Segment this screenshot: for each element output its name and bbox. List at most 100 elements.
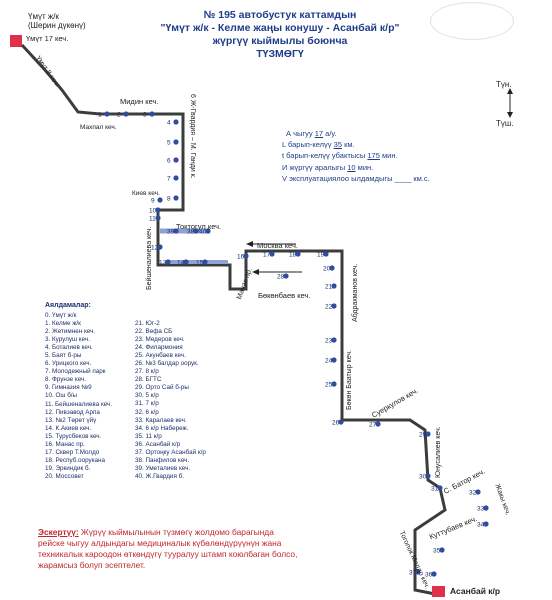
start-terminal-line1: Үмүт ж/к [28,12,59,21]
stop-number: 6 [167,158,171,165]
stop-marker [329,265,335,271]
stop-list-item: 17. Сквер Т.Молдо [45,448,100,456]
info-t-value: 175 [367,151,380,161]
info-a: А чыгуу 17 а/у. [282,128,430,139]
stop-marker [431,571,437,577]
stop-list-item: 13. №2 Төрөт үйү [45,416,97,424]
info-i-unit: мин. [357,162,374,172]
stop-number: 18 [289,252,297,259]
stop-marker [323,251,329,257]
stop-list-item: 29. Орто Сай б-ры [135,384,189,392]
info-v-value: ____ [394,173,412,183]
stop-list-item: 37. Ортоңку Асанбай к/р [135,448,206,456]
stop-number: 28 [277,274,285,281]
compass-arrows [507,88,513,118]
stop-number: 5 [167,140,171,147]
stop-marker [173,119,179,125]
stop-list-item: 8. Фрунзе кеч. [45,376,87,384]
stop-marker [157,197,163,203]
stop-number: 13 [159,260,167,267]
street-toktogul: Токтогул кеч. [176,222,222,231]
stop-list-item: 26. №3 балдар оорук. [135,360,199,368]
stop-marker [331,303,337,309]
stop-number: 29 [419,432,427,439]
stop-number: 2 [117,112,121,119]
stop-marker [243,253,249,259]
stop-number: 11 [149,216,156,223]
info-t-label: t барып-келүү убактысы [282,151,366,161]
stop-list-item: 5. Баят б-ры [45,352,82,360]
stop-number: 10 [149,208,157,215]
info-t: t барып-келүү убактысы 175 мин. [282,150,430,161]
direction-south-label: Түш. [496,119,514,128]
street-beishenalieva: Бейшеналиева кеч. [146,226,153,290]
stop-number: 16 [237,254,245,261]
stop-list-item: 33. Каралаев кеч. [135,416,187,424]
direction-arrow-left-1 [246,241,296,247]
stop-list-item: 34. 6 к/р Набереж. [135,424,189,432]
stop-number: 20 [323,266,331,273]
info-a-label: А чыгуу [286,129,313,138]
stop-marker [331,381,337,387]
warning-note: Эскертүү: Жүрүү кыймылынын түзмөгү жолдо… [38,527,298,571]
stop-list-item: 32. 6 к/р [135,408,159,416]
street-makhpal: Махпал кеч. [80,124,117,131]
info-i: И жүргүү аралыгы 10 мин. [282,162,430,173]
info-l-label: L барып-келүү [282,140,332,150]
street-midin: Мидин кеч. [120,97,159,106]
stop-list-item: 21. Юг-2 [135,320,160,327]
stop-marker [173,195,179,201]
stop-list-item: 11. Бейшеналиева кеч. [45,400,113,408]
start-terminal-short: Үмүт 17 кеч. [26,34,69,43]
page-title: № 195 автобустук каттамдын "Үмүт ж/к - К… [120,9,440,61]
stop-marker [375,421,381,427]
stop-list-item: 39. Уметалиев кеч. [135,464,191,472]
stop-list-item: 14. К.Акиев кеч. [45,424,92,432]
info-v: V эксплуатациялоо ылдамдыгы ____ км.с. [282,173,430,184]
street-abdrakhmanov: Абдрахманов кеч. [352,263,359,322]
street-moskva: Москва кеч. [257,241,298,250]
street-gvardiya: 6 Ж-Гвардия – М. Ганди к. [189,94,196,179]
stop-list-item: 36. Асанбай к/р [135,440,181,448]
stop-marker [483,521,489,527]
stop-list-item: 25. Акунбаев кеч. [135,352,186,360]
stop-number: 40 [199,229,207,236]
stop-number: 1 [98,112,102,119]
stop-marker [483,505,489,511]
stop-list-item: 7. Молодежный парк [45,368,106,376]
stop-marker [173,157,179,163]
stop-list-item: 9. Гимназия №9 [45,384,92,392]
stop-number: 21 [325,284,333,291]
stop-number: 8 [167,196,171,203]
direction-north-label: Түн. [496,80,512,89]
stop-marker [193,228,199,234]
route-info: А чыгуу 17 а/у. L барып-келүү 35 км. t б… [282,128,430,184]
info-v-label: V эксплуатациялоо ылдамдыгы [282,173,393,183]
title-line-1: № 195 автобустук каттамдын [203,9,357,21]
stop-marker [437,485,443,491]
stop-marker [205,228,211,234]
stop-marker [155,207,161,213]
stop-marker [165,259,171,265]
stop-number: 24 [325,358,333,365]
stop-number: 39 [167,229,175,236]
stop-marker [283,273,289,279]
stop-list-item: 0. Үмүт ж/к [45,312,77,319]
stop-list-item: 2. Жетимнен кеч. [45,328,96,336]
title-line-2: "Үмүт ж/к - Келме жаңы конушу - Асанбай … [160,22,400,34]
stop-number: 35 [433,548,441,555]
stop-marker [425,473,431,479]
stamp [430,2,514,40]
stop-list-item: 28. БГТС [135,376,162,384]
info-l-value: 35 [333,140,342,150]
stop-number: 38 [187,229,195,236]
stop-number: 4 [167,120,171,127]
stops-title: Аялдамалар: [45,302,91,309]
stop-list-item: 40. Ж.Гвардия б. [135,472,184,480]
stop-number: 17 [263,252,271,259]
street-yunusalieva: Юнусалиев кеч. [435,426,442,478]
